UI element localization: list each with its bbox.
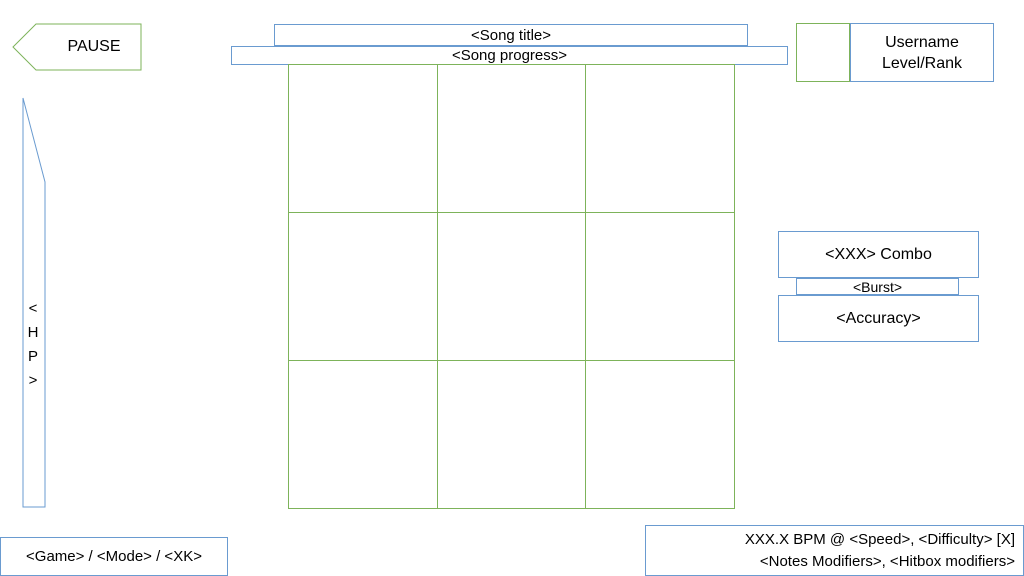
- hp-char: <: [28, 300, 38, 317]
- hp-char: >: [28, 372, 38, 389]
- level-rank: Level/Rank: [881, 54, 963, 72]
- pause-button-outline: [12, 23, 142, 71]
- bpm-line: XXX.X BPM @ <Speed>, <Difficulty> [X]: [744, 530, 1015, 548]
- grid-cell[interactable]: [288, 212, 438, 361]
- hp-bar-outline: [22, 97, 46, 508]
- user-info: Username Level/Rank: [850, 23, 994, 82]
- play-grid[interactable]: [288, 64, 735, 509]
- avatar: [796, 23, 850, 82]
- song-progress-bar: <Song progress>: [231, 46, 788, 65]
- combo-counter: <XXX> Combo: [778, 231, 979, 278]
- song-info: XXX.X BPM @ <Speed>, <Difficulty> [X] <N…: [645, 525, 1024, 576]
- grid-cell[interactable]: [585, 212, 735, 361]
- grid-cell[interactable]: [585, 360, 735, 509]
- game-mode-info: <Game> / <Mode> / <XK>: [0, 537, 228, 576]
- hp-bar: < H P >: [22, 97, 47, 508]
- grid-cell[interactable]: [436, 64, 587, 213]
- song-title: <Song title>: [274, 24, 748, 46]
- pause-button[interactable]: PAUSE: [12, 23, 142, 71]
- hp-char: H: [27, 324, 39, 341]
- pause-label: PAUSE: [67, 38, 121, 55]
- hp-char: P: [27, 348, 38, 365]
- burst-indicator: <Burst>: [796, 278, 959, 295]
- hp-label: < H P >: [22, 297, 44, 393]
- modifiers-line: <Notes Modifiers>, <Hitbox modifiers>: [759, 552, 1015, 570]
- accuracy-display: <Accuracy>: [778, 295, 979, 342]
- grid-cell[interactable]: [436, 212, 587, 361]
- grid-cell[interactable]: [585, 64, 735, 213]
- grid-cell[interactable]: [288, 360, 438, 509]
- grid-cell[interactable]: [436, 360, 587, 509]
- grid-cell[interactable]: [288, 64, 438, 213]
- username: Username: [885, 33, 959, 51]
